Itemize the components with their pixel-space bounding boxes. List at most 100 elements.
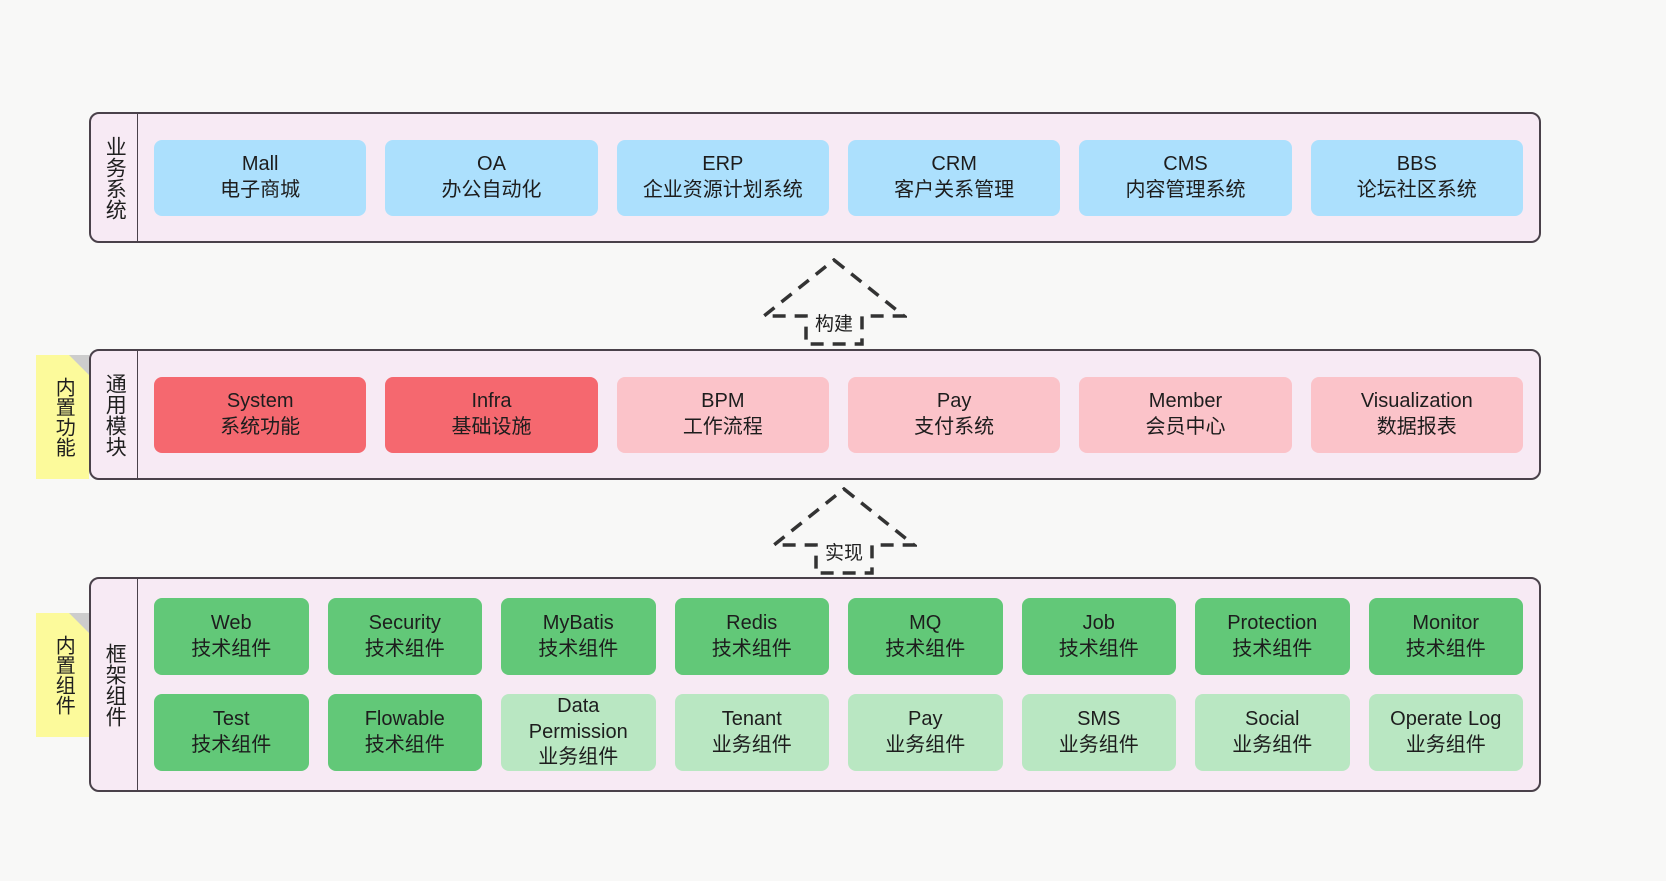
node-cms[interactable]: CMS 内容管理系统 (1079, 139, 1292, 216)
node-title: MyBatis (542, 611, 614, 634)
node-pay[interactable]: Pay 支付系统 (847, 376, 1061, 453)
node-web[interactable]: Web 技术组件 (154, 598, 309, 675)
node-title: Pay (936, 389, 972, 412)
node-subtitle: 业务组件 (885, 733, 966, 756)
node-erp[interactable]: ERP 企业资源计划系统 (616, 139, 829, 216)
node-title: Infra (471, 389, 512, 412)
node-title: Data Permission (528, 695, 628, 743)
node-bbs[interactable]: BBS 论坛社区系统 (1310, 139, 1523, 216)
node-security[interactable]: Security 技术组件 (327, 598, 482, 675)
sticky-fold-corner-icon (69, 613, 89, 633)
node-subtitle: 业务组件 (1232, 733, 1313, 756)
node-mq[interactable]: MQ 技术组件 (848, 598, 1003, 675)
node-title: Redis (726, 611, 778, 634)
sticky-note-builtin-components: 内置组件 (36, 613, 89, 737)
node-subtitle: 数据报表 (1376, 415, 1457, 438)
connector-build-arrow: 构建 (761, 258, 907, 346)
node-title: Social (1245, 707, 1300, 730)
node-title: MQ (909, 611, 942, 634)
node-subtitle: 业务组件 (1405, 733, 1486, 756)
node-subtitle: 论坛社区系统 (1356, 178, 1477, 201)
node-test[interactable]: Test 技术组件 (154, 694, 309, 771)
node-title: ERP (702, 152, 744, 175)
node-subtitle: 企业资源计划系统 (642, 178, 803, 201)
layer-body-common: System 系统功能 Infra 基础设施 BPM 工作流程 Pay 支付系统… (138, 351, 1539, 478)
node-operate-log[interactable]: Operate Log 业务组件 (1368, 694, 1523, 771)
sticky-note-label: 内置功能 (52, 377, 75, 457)
node-title: Visualization (1360, 389, 1473, 412)
node-subtitle: 业务组件 (711, 733, 792, 756)
sticky-note-builtin-features: 内置功能 (36, 355, 89, 479)
node-subtitle: 技术组件 (191, 637, 272, 660)
layer-label-common: 通用模块 (91, 351, 138, 478)
node-subtitle: 技术组件 (711, 637, 792, 660)
node-oa[interactable]: OA 办公自动化 (385, 139, 598, 216)
node-subtitle: 办公自动化 (441, 178, 542, 201)
node-title: CRM (931, 152, 977, 175)
node-title: Flowable (364, 707, 445, 730)
node-job[interactable]: Job 技术组件 (1021, 598, 1176, 675)
node-row-common: System 系统功能 Infra 基础设施 BPM 工作流程 Pay 支付系统… (154, 376, 1523, 453)
node-title: Job (1082, 611, 1115, 634)
node-subtitle: 技术组件 (364, 733, 445, 756)
node-subtitle: 技术组件 (885, 637, 966, 660)
layer-body-framework: Web 技术组件 Security 技术组件 MyBatis 技术组件 Redi… (138, 579, 1539, 790)
node-subtitle: 技术组件 (538, 637, 619, 660)
node-subtitle: 技术组件 (1232, 637, 1313, 660)
node-title: System (226, 389, 294, 412)
node-system[interactable]: System 系统功能 (154, 376, 367, 453)
layer-business-systems: 业务系统 Mall 电子商城 OA 办公自动化 ERP 企业资源计划系统 CRM… (89, 112, 1541, 243)
layer-common-modules: 通用模块 System 系统功能 Infra 基础设施 BPM 工作流程 Pay… (89, 349, 1541, 480)
node-title: Web (210, 611, 252, 634)
node-title: Tenant (721, 707, 782, 730)
node-title: Monitor (1412, 611, 1480, 634)
node-subtitle: 客户关系管理 (894, 178, 1015, 201)
node-row-business-components: Test 技术组件 Flowable 技术组件 Data Permission … (154, 694, 1523, 771)
layer-framework-components: 框架组件 Web 技术组件 Security 技术组件 MyBatis 技术组件… (89, 577, 1541, 792)
node-member[interactable]: Member 会员中心 (1079, 376, 1292, 453)
node-title: Protection (1227, 611, 1318, 634)
sticky-fold-corner-icon (69, 355, 89, 375)
sticky-note-label: 内置组件 (52, 635, 75, 715)
node-title: BPM (701, 389, 745, 412)
connector-implement-label: 实现 (824, 543, 863, 564)
node-subtitle: 技术组件 (364, 637, 445, 660)
node-row-business: Mall 电子商城 OA 办公自动化 ERP 企业资源计划系统 CRM 客户关系… (154, 139, 1523, 216)
node-subtitle: 会员中心 (1145, 415, 1226, 438)
node-protection[interactable]: Protection 技术组件 (1195, 598, 1350, 675)
node-subtitle: 基础设施 (451, 415, 532, 438)
node-subtitle: 内容管理系统 (1125, 178, 1246, 201)
node-subtitle: 业务组件 (538, 746, 619, 769)
node-crm[interactable]: CRM 客户关系管理 (847, 139, 1061, 216)
node-title: Security (368, 611, 441, 634)
node-redis[interactable]: Redis 技术组件 (674, 598, 829, 675)
node-data-permission[interactable]: Data Permission 业务组件 (501, 694, 656, 771)
node-subtitle: 电子商城 (220, 178, 301, 201)
node-subtitle: 业务组件 (1058, 733, 1139, 756)
node-title: CMS (1163, 152, 1208, 175)
node-pay-component[interactable]: Pay 业务组件 (848, 694, 1003, 771)
node-subtitle: 工作流程 (682, 415, 763, 438)
node-subtitle: 技术组件 (1058, 637, 1139, 660)
node-title: BBS (1396, 152, 1437, 175)
node-bpm[interactable]: BPM 工作流程 (616, 376, 829, 453)
node-title: OA (477, 152, 506, 175)
node-flowable[interactable]: Flowable 技术组件 (327, 694, 482, 771)
node-mybatis[interactable]: MyBatis 技术组件 (501, 598, 656, 675)
node-subtitle: 系统功能 (220, 415, 301, 438)
node-sms[interactable]: SMS 业务组件 (1021, 694, 1176, 771)
node-tenant[interactable]: Tenant 业务组件 (674, 694, 829, 771)
layer-label-business: 业务系统 (91, 114, 138, 241)
node-visualization[interactable]: Visualization 数据报表 (1310, 376, 1523, 453)
node-monitor[interactable]: Monitor 技术组件 (1368, 598, 1523, 675)
node-title: SMS (1077, 707, 1121, 730)
node-title: Operate Log (1390, 707, 1502, 730)
connector-build-label: 构建 (814, 314, 853, 335)
node-infra[interactable]: Infra 基础设施 (385, 376, 598, 453)
node-social[interactable]: Social 业务组件 (1195, 694, 1350, 771)
layer-body-business: Mall 电子商城 OA 办公自动化 ERP 企业资源计划系统 CRM 客户关系… (138, 114, 1539, 241)
connector-implement-arrow: 实现 (771, 487, 917, 575)
node-mall[interactable]: Mall 电子商城 (154, 139, 367, 216)
node-title: Test (212, 707, 250, 730)
